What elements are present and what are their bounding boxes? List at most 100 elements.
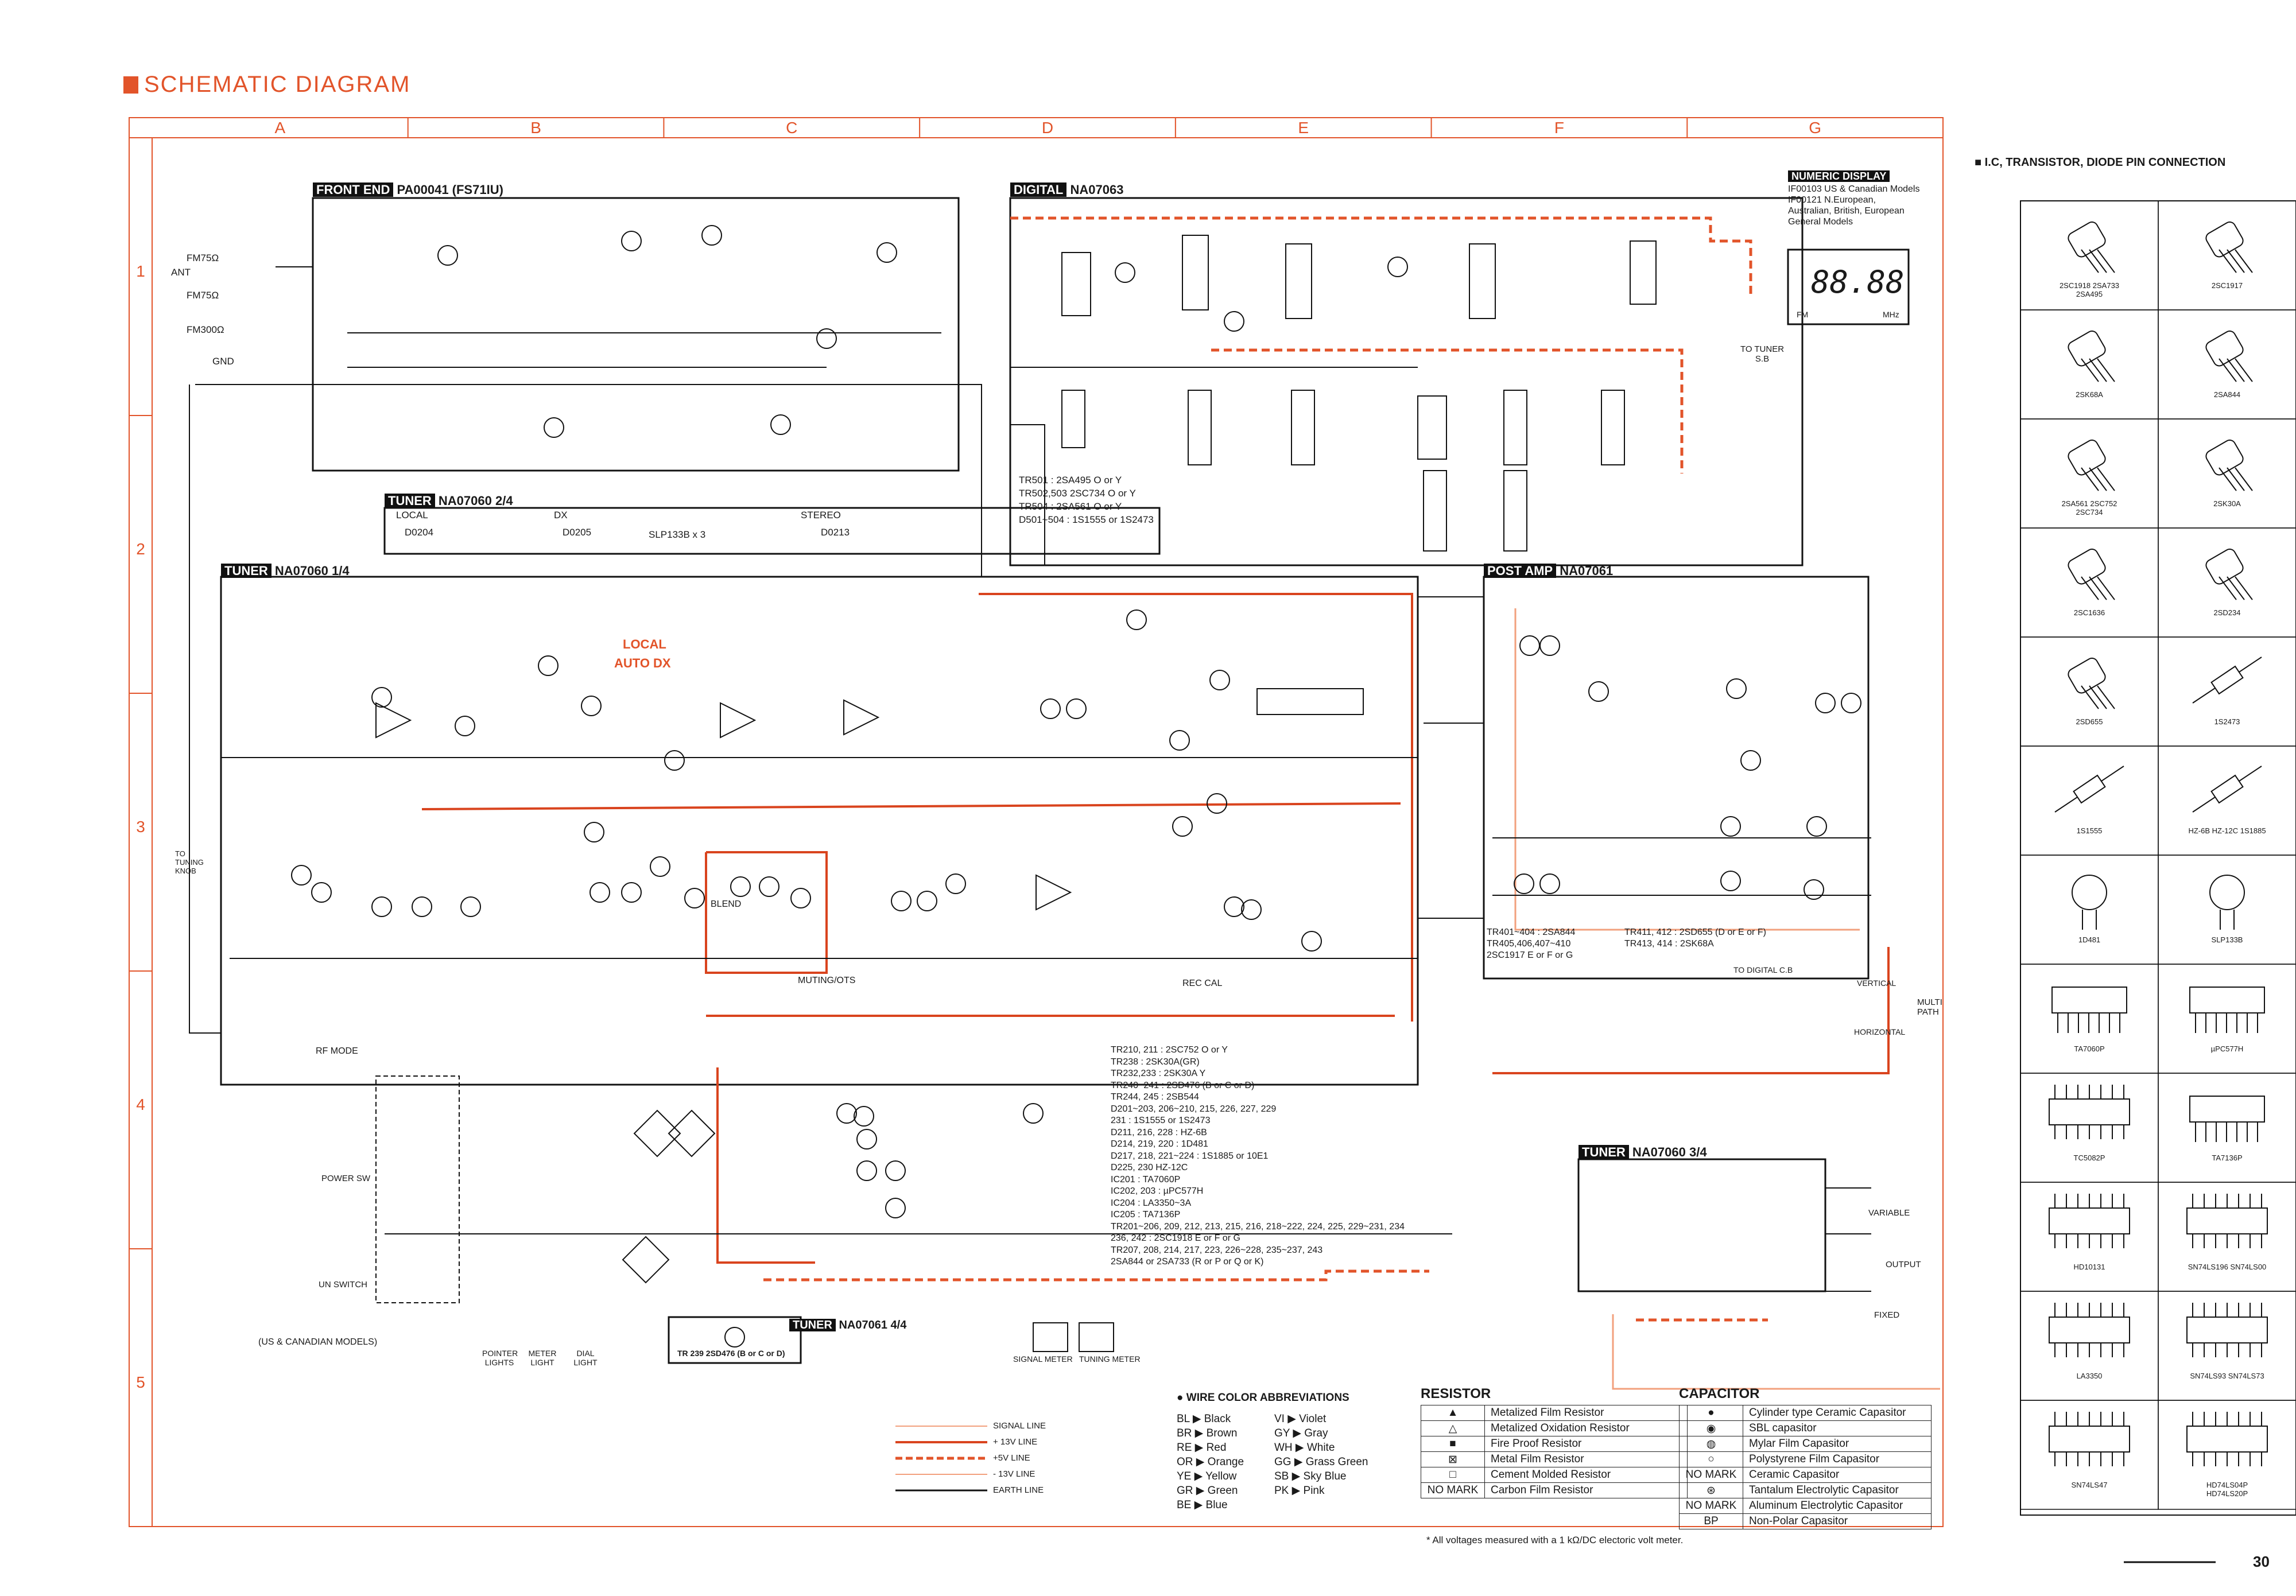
dip-ic-icon: [2186, 1194, 2268, 1248]
resistor-table: ▲Metalized Film Resistor△Metalized Oxida…: [1421, 1405, 1688, 1498]
transistor-symbol: [371, 896, 392, 917]
transistor-symbol: [1066, 698, 1087, 719]
transistor-symbol: [455, 716, 475, 736]
dip-ic-icon: [2186, 1412, 2268, 1466]
transistor-symbol: [836, 1103, 857, 1124]
tuner-note: TR201~206, 209, 212, 213, 215, 216, 218~…: [1111, 1221, 1405, 1232]
sip-ic-icon: [2051, 987, 2127, 1033]
signal-line-output: [1612, 1314, 1940, 1390]
diode-bridge-symbol: [668, 1109, 716, 1158]
transistor-symbol: [538, 655, 559, 676]
indicator-d0204: D0204: [405, 527, 434, 538]
wire-color-item: GR ▶ Green: [1177, 1485, 1238, 1497]
legend-line-label: + 13V LINE: [993, 1437, 1038, 1447]
transistor-symbol: [1040, 698, 1061, 719]
legend-label: Cylinder type Ceramic Capasitor: [1743, 1405, 1932, 1421]
signal-meter-icon: [1033, 1322, 1068, 1352]
legend-mark: ◍: [1679, 1436, 1743, 1452]
led-icon: [2209, 875, 2245, 930]
display-mhz: MHz: [1883, 310, 1899, 319]
resistor-title: RESISTOR: [1421, 1386, 1491, 1401]
plus13v-line-power: [716, 1067, 815, 1264]
legend-label: Non-Polar Capasitor: [1743, 1513, 1932, 1529]
front-end-box: [312, 197, 960, 472]
transistor-symbol: [371, 687, 392, 708]
indicator-d0213: D0213: [821, 527, 850, 538]
bridge-icon: [2072, 875, 2107, 930]
grid-column-label: G: [1809, 119, 1821, 137]
transistor-symbol: [856, 1160, 877, 1181]
opamp-symbol: [1035, 874, 1072, 911]
legend-label: SBL capasitor: [1743, 1420, 1932, 1436]
to92-transistor-icon: [2068, 221, 2115, 273]
local-orange-label: LOCAL: [623, 637, 666, 651]
transistor-symbol: [1126, 609, 1147, 630]
display-digits: 88.88: [1811, 264, 1905, 300]
plus13v-line-middle: [421, 802, 1401, 810]
multipath-label: MULTI PATH: [1917, 997, 1942, 1017]
tuner-note: TR210, 211 : 2SC752 O or Y: [1111, 1045, 1228, 1055]
wire-color-item: BL ▶ Black: [1177, 1413, 1231, 1425]
grid-column-label: E: [1298, 119, 1309, 137]
pin-cell: [2158, 418, 2296, 529]
tuner-note: D225, 230 HZ-12C: [1111, 1163, 1188, 1172]
legend-label: Ceramic Capasitor: [1743, 1467, 1932, 1483]
opamp-symbol: [843, 699, 880, 736]
tuner-14-label: TUNER NA07060 1/4: [221, 564, 350, 578]
transistor-symbol: [891, 891, 912, 911]
tuner-note: TR232,233 : 2SK30A Y: [1111, 1069, 1206, 1078]
pin-component-name: SN74LS196 SN74LS00: [2188, 1263, 2267, 1271]
signal-line-postamp: [1514, 608, 1860, 931]
variable-label: VARIABLE: [1868, 1208, 1910, 1218]
tuning-meter-icon: [1079, 1322, 1114, 1352]
wire-color-item: RE ▶ Red: [1177, 1442, 1227, 1454]
legend-mark: ⊛: [1679, 1482, 1743, 1498]
wire-color-item: GY ▶ Gray: [1274, 1427, 1328, 1439]
legend-label: Polystyrene Film Capasitor: [1743, 1451, 1932, 1467]
dip-ic-icon: [2049, 1085, 2130, 1139]
transistor-symbol: [291, 865, 312, 886]
post-amp-label: POST AMP NA07061: [1484, 564, 1613, 578]
vertical-label: VERTICAL: [1857, 978, 1896, 988]
digital-label: DIGITAL NA07063: [1010, 182, 1123, 197]
transistor-symbol: [621, 882, 642, 903]
digital-box: [1009, 197, 1804, 566]
legend-row: ○Polystyrene Film Capasitor: [1679, 1451, 1932, 1467]
diode-bridge-symbol: [633, 1109, 681, 1158]
to-tuning-label: TO TUNING KNOB: [175, 849, 204, 875]
transistor-symbol: [730, 876, 751, 897]
wire-color-title: ● WIRE COLOR ABBREVIATIONS: [1177, 1392, 1349, 1404]
pin-cell: [2158, 745, 2296, 856]
page-title: SCHEMATIC DIAGRAM: [123, 72, 410, 98]
diode-bridge-symbol: [622, 1236, 670, 1284]
legend-line-label: EARTH LINE: [993, 1485, 1044, 1495]
pin-cell: [2020, 636, 2159, 747]
legend-line-label: - 13V LINE: [993, 1469, 1035, 1479]
pin-component-name: 2SK68A: [2076, 390, 2103, 399]
plus13v-line-tuner: [979, 593, 1413, 1022]
pin-component-name: 2SA844: [2213, 390, 2241, 399]
transistor-symbol: [1588, 681, 1609, 702]
grid-row-label: 5: [136, 1373, 145, 1391]
display-fm: FM: [1797, 310, 1809, 319]
transistor-symbol: [1172, 816, 1193, 837]
postamp-note: TR411, 412 : 2SD655 (D or E or F): [1624, 927, 1766, 937]
tuner-34-box: [1577, 1158, 1826, 1292]
page-number: 30: [2253, 1553, 2270, 1570]
plus13v-line-postamp: [1492, 947, 1890, 1074]
pin-component-name: SN74LS93 SN74LS73: [2190, 1372, 2264, 1380]
signal-meter-label: SIGNAL METER: [1013, 1354, 1073, 1364]
pin-cell: [2158, 1400, 2296, 1510]
sip-ic-icon: [2189, 1096, 2265, 1142]
horizontal-label: HORIZONTAL: [1854, 1027, 1906, 1036]
indicator-stereo: STEREO: [801, 510, 841, 521]
display-model-line: IF00121 N.European, Australian, British,…: [1788, 195, 1905, 227]
transistor-symbol: [945, 873, 966, 894]
transistor-symbol: [1720, 871, 1741, 891]
transistor-symbol: [1224, 311, 1244, 332]
tuner-note: D201~203, 206~210, 215, 226, 227, 229: [1111, 1104, 1277, 1114]
legend-line-label: SIGNAL LINE: [993, 1421, 1046, 1431]
